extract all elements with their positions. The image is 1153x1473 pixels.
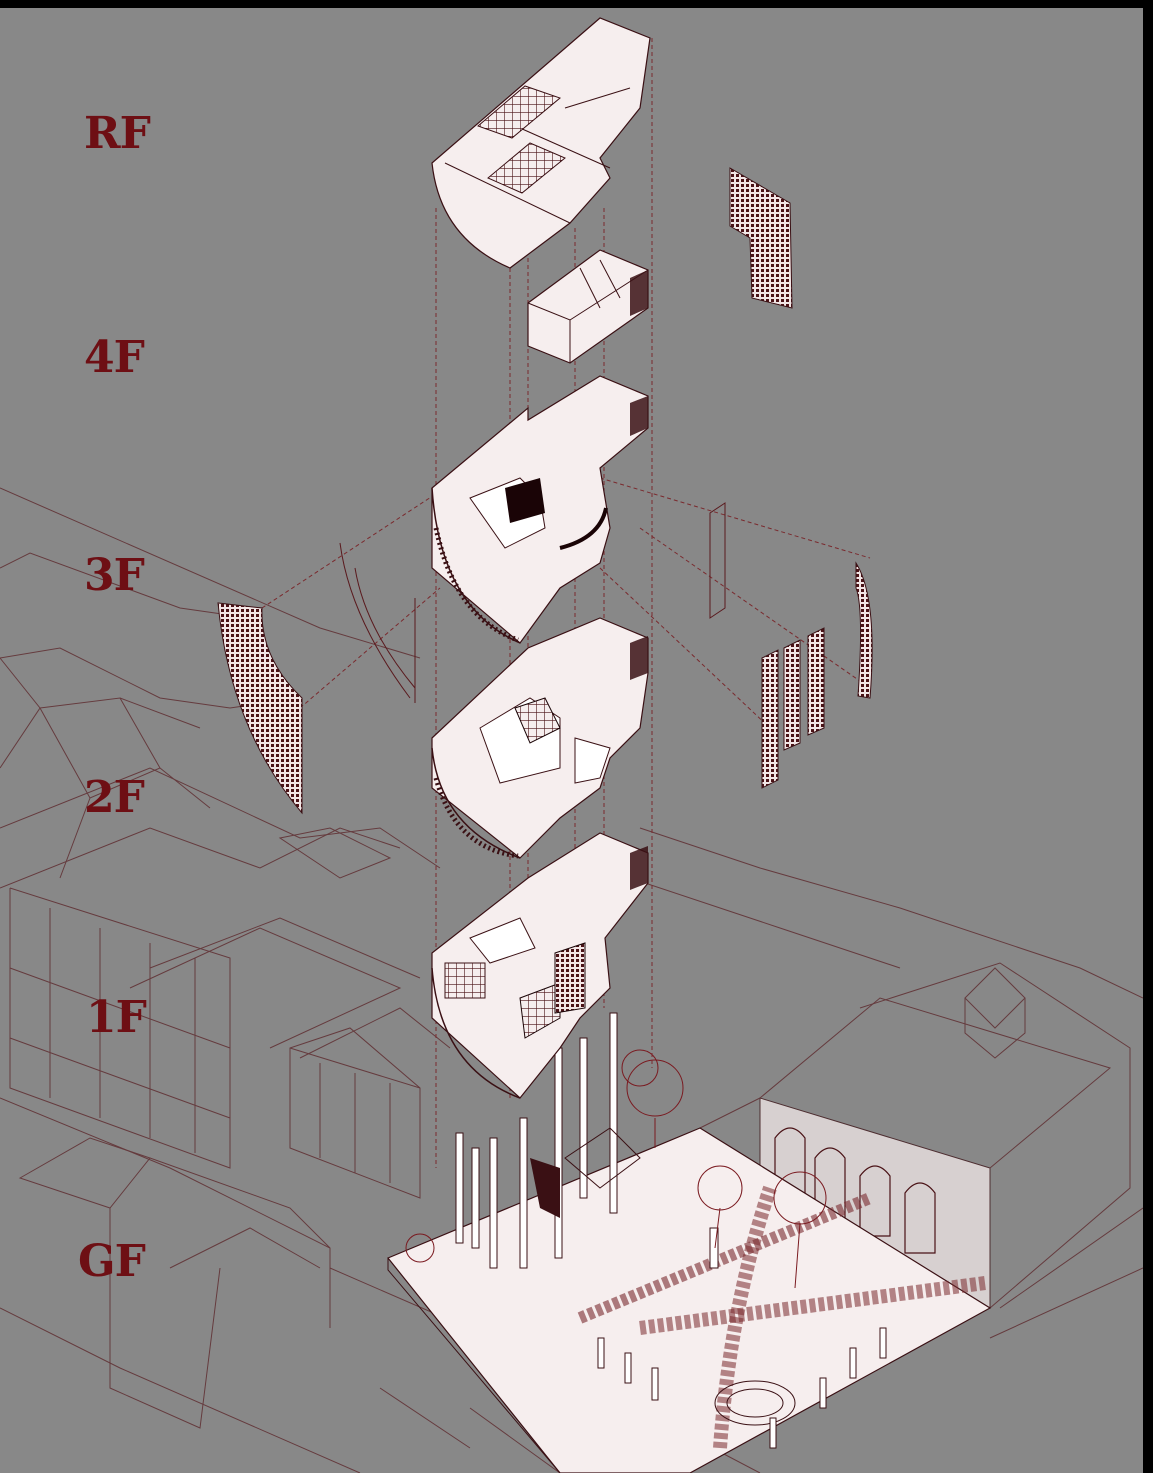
floor-label-3f: 3F xyxy=(84,550,145,601)
arched-facade xyxy=(774,1127,936,1254)
perforated-screens xyxy=(217,167,873,815)
first-floor-volume xyxy=(431,832,649,1099)
ground-floor-site xyxy=(387,1012,992,1473)
axonometric-diagram: RF 4F 3F 2F 1F GF xyxy=(0,8,1143,1473)
floor-label-4f: 4F xyxy=(84,332,145,383)
second-floor-volume xyxy=(431,617,649,859)
floor-label-gf: GF xyxy=(78,1236,146,1287)
roof-plate xyxy=(431,17,651,269)
floor-label-2f: 2F xyxy=(84,772,145,823)
fourth-floor-volume xyxy=(527,249,649,364)
floor-label-1f: 1F xyxy=(86,992,147,1043)
third-floor-volume xyxy=(431,375,649,644)
exploded-axonometric-drawing xyxy=(0,17,1143,1473)
floor-label-rf: RF xyxy=(84,108,151,159)
screen-frames xyxy=(339,502,726,703)
